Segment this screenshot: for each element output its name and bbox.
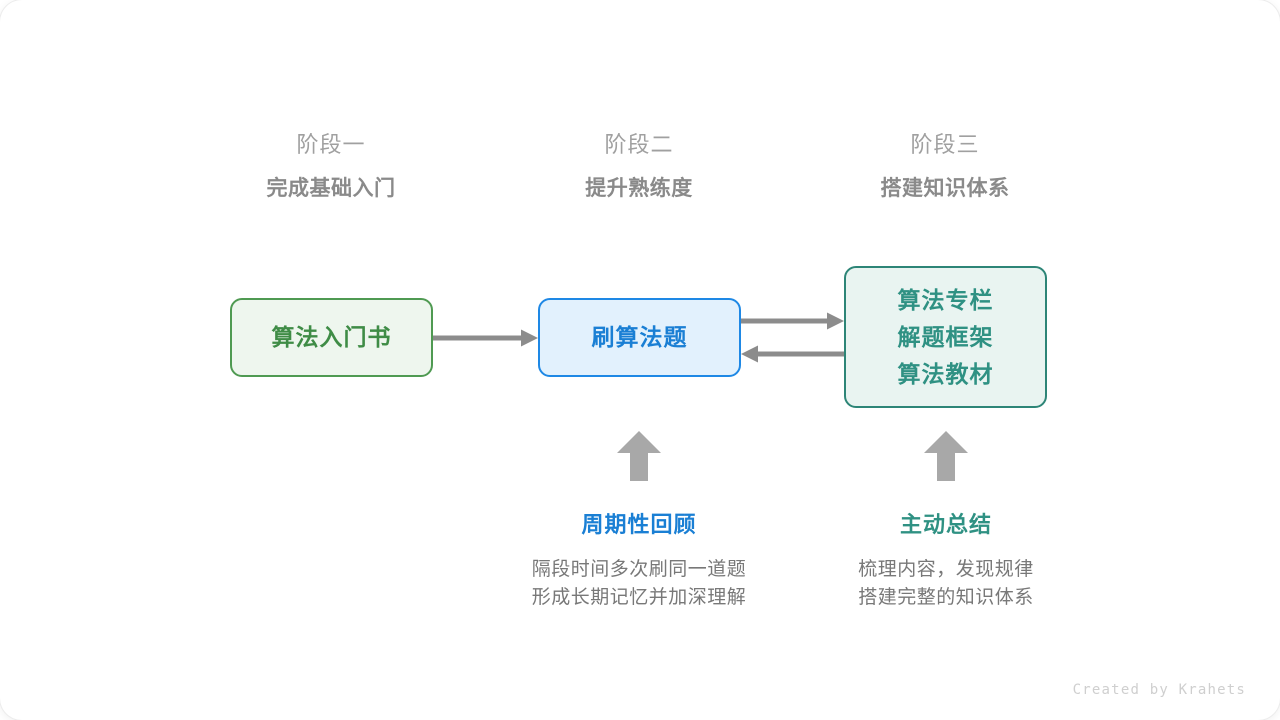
connector-practice-to-resources: [741, 309, 844, 333]
node-algorithm-intro-book[interactable]: 算法入门书: [230, 298, 433, 377]
annotation-description: 梳理内容，发现规律 搭建完整的知识体系: [796, 556, 1096, 612]
phase-label: 阶段三: [910, 132, 980, 157]
phase-title: 提升熟练度: [585, 177, 693, 200]
phase-header-3: 阶段三 搭建知识体系: [825, 128, 1065, 206]
node-line: 算法教材: [897, 360, 994, 387]
annotation-description-line: 梳理内容，发现规律: [858, 559, 1034, 580]
annotation-periodic-review: 周期性回顾 隔段时间多次刷同一道题 形成长期记忆并加深理解: [489, 510, 789, 612]
annotation-description-line: 形成长期记忆并加深理解: [531, 587, 747, 608]
up-arrow-summarize: [924, 431, 968, 481]
phase-label: 阶段一: [296, 132, 366, 157]
phase-header-2: 阶段二 提升熟练度: [519, 128, 759, 206]
phase-header-1: 阶段一 完成基础入门: [211, 128, 451, 206]
phase-title: 搭建知识体系: [880, 177, 1010, 200]
connector-book-to-practice: [433, 326, 538, 350]
node-line: 算法专栏: [897, 286, 994, 313]
node-practice-problems[interactable]: 刷算法题: [538, 298, 741, 377]
annotation-active-summary: 主动总结 梳理内容，发现规律 搭建完整的知识体系: [796, 510, 1096, 612]
annotation-title: 主动总结: [899, 512, 992, 537]
up-arrow-review: [617, 431, 661, 481]
node-knowledge-resources[interactable]: 算法专栏 解题框架 算法教材: [844, 266, 1047, 408]
phase-title: 完成基础入门: [266, 177, 396, 200]
phase-label: 阶段二: [604, 132, 674, 157]
annotation-title: 周期性回顾: [581, 512, 697, 537]
annotation-description-line: 隔段时间多次刷同一道题: [531, 559, 747, 580]
node-line: 刷算法题: [591, 324, 688, 350]
node-line: 解题框架: [897, 323, 994, 350]
annotation-description: 隔段时间多次刷同一道题 形成长期记忆并加深理解: [489, 556, 789, 612]
annotation-description-line: 搭建完整的知识体系: [858, 587, 1034, 608]
node-line: 算法入门书: [271, 324, 392, 350]
connector-resources-to-practice: [741, 342, 844, 366]
watermark-credit: Created by Krahets: [1072, 682, 1246, 698]
